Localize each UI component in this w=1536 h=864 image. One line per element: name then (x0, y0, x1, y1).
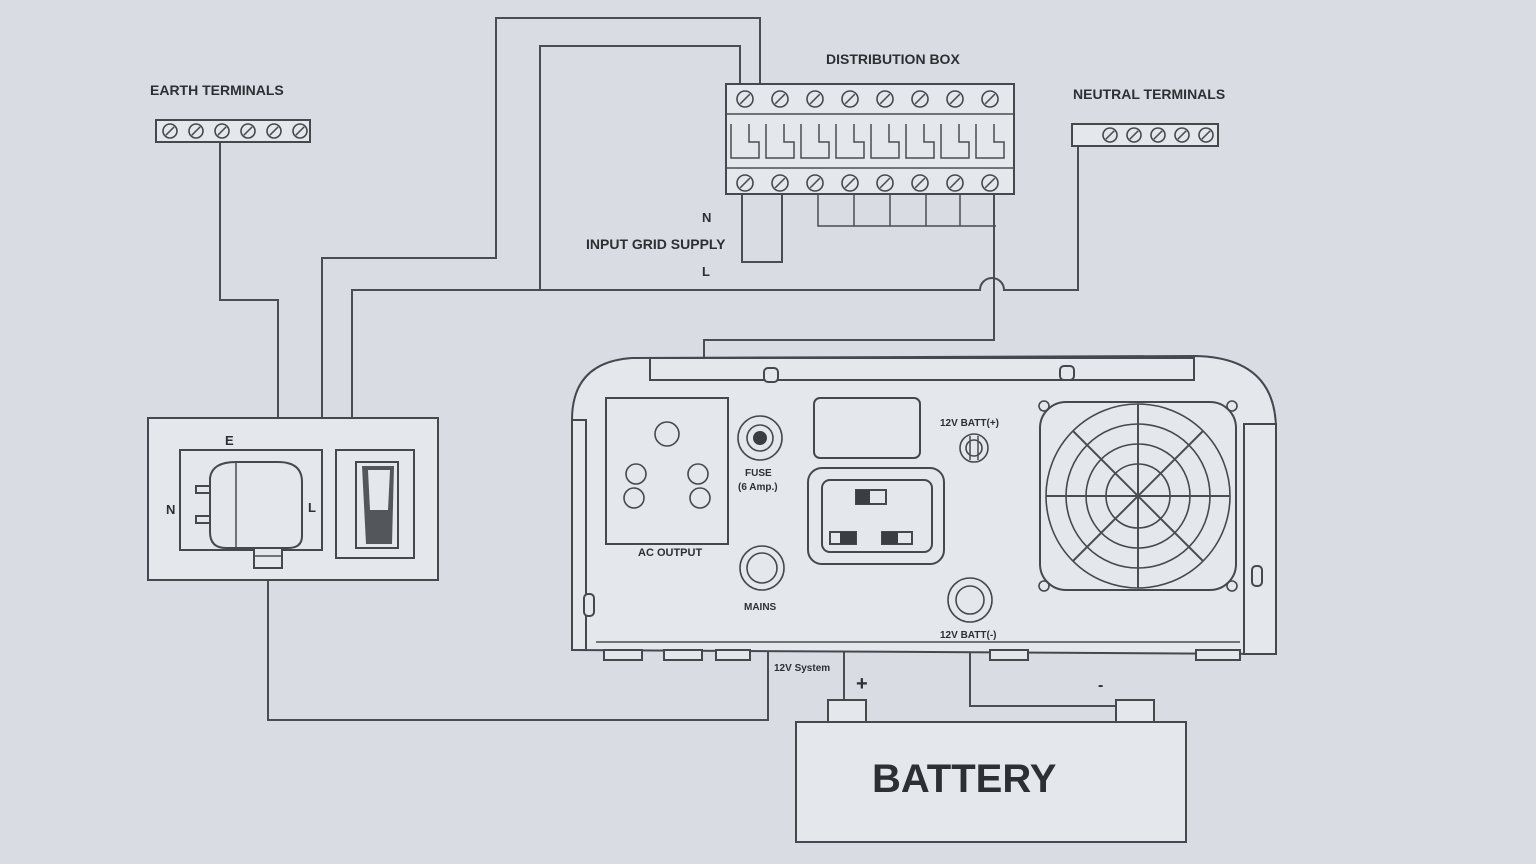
distribution-box: DISTRIBUTION BOX N INPUT GRID SUPPLY L (586, 51, 1015, 279)
breaker-icon (765, 124, 795, 159)
ac-output-socket: AC OUTPUT (605, 397, 729, 559)
battery: + - BATTERY (795, 673, 1187, 843)
screw-icon (1174, 127, 1190, 143)
ac-output-label: AC OUTPUT (638, 547, 702, 559)
system-label: 12V System (774, 663, 830, 674)
neutral-terminals-label: NEUTRAL TERMINALS (1073, 86, 1225, 102)
screw-icon (841, 90, 859, 108)
screw-icon (876, 174, 894, 192)
screw-icon (981, 174, 999, 192)
breaker-icon (800, 124, 830, 159)
fuse-rating-label: (6 Amp.) (738, 482, 778, 493)
fuse-label: FUSE (745, 468, 772, 479)
screw-icon (946, 90, 964, 108)
grid-inner-wire (539, 45, 741, 290)
neutral-terminals: NEUTRAL TERMINALS (1071, 86, 1225, 147)
screw-icon (240, 123, 256, 139)
breaker-icon (730, 124, 760, 159)
plug-icon (195, 461, 303, 569)
input-grid-supply-label: INPUT GRID SUPPLY (586, 236, 726, 252)
breaker-icon (905, 124, 935, 159)
screw-icon (1198, 127, 1214, 143)
grid-l-label: L (702, 264, 710, 279)
battery-positive-post (827, 699, 867, 725)
batt-neg-label: 12V BATT(-) (940, 630, 996, 641)
inverter-panel: AC OUTPUT FUSE (6 Amp.) MAINS (571, 354, 1277, 674)
earth-wire (219, 142, 279, 418)
grid-outer-wire (321, 17, 761, 418)
inverter-top-rail (649, 357, 1195, 381)
screw-icon (188, 123, 204, 139)
screw-icon (911, 90, 929, 108)
neutral-wire (351, 142, 1079, 418)
screw-icon (806, 90, 824, 108)
mains-input: MAINS (739, 545, 785, 613)
battery-negative-terminal: 12V BATT(-) (940, 577, 996, 641)
screw-icon (806, 174, 824, 192)
distribution-box-label: DISTRIBUTION BOX (826, 51, 960, 67)
screw-icon (771, 174, 789, 192)
screw-icon (292, 123, 308, 139)
screw-icon (1102, 127, 1118, 143)
screw-icon (841, 174, 859, 192)
battery-plus-sign: + (856, 673, 868, 695)
wall-socket-plate: E N L (147, 417, 439, 581)
breaker-icon (870, 124, 900, 159)
screw-icon (911, 174, 929, 192)
battery-positive-terminal: 12V BATT(+) (940, 418, 999, 463)
breaker-legs (817, 192, 996, 227)
screw-icon (946, 174, 964, 192)
screw-icon (162, 123, 178, 139)
screw-icon (736, 90, 754, 108)
mode-switch-panel (807, 467, 945, 565)
battery-body (795, 721, 1187, 843)
earth-terminals-label: EARTH TERMINALS (150, 82, 284, 98)
screw-icon (214, 123, 230, 139)
screw-icon (266, 123, 282, 139)
screw-icon (736, 174, 754, 192)
grid-n-label: N (702, 210, 711, 225)
socket-n-label: N (166, 502, 175, 517)
screw-icon (876, 90, 894, 108)
breaker-icon (940, 124, 970, 159)
grid-nl-wire (741, 192, 783, 263)
screw-icon (1126, 127, 1142, 143)
neutral-terminal-block (1071, 123, 1219, 147)
socket-e-label: E (225, 433, 234, 448)
fuse-holder: FUSE (6 Amp.) (737, 415, 783, 493)
battery-label: BATTERY (872, 757, 1057, 801)
distribution-box-frame (725, 83, 1015, 195)
cooling-fan-grille (1039, 401, 1237, 591)
switch-icon (335, 449, 415, 559)
inverter-left-rail (571, 419, 587, 651)
screw-icon (981, 90, 999, 108)
screw-icon (771, 90, 789, 108)
battery-minus-sign: - (1098, 677, 1103, 694)
breaker-icon (975, 124, 1005, 159)
earth-terminals: EARTH TERMINALS (150, 82, 311, 143)
batt-pos-label: 12V BATT(+) (940, 418, 999, 429)
screw-icon (1150, 127, 1166, 143)
socket-l-label: L (308, 500, 316, 515)
breaker-icon (835, 124, 865, 159)
mains-label: MAINS (744, 602, 777, 613)
battery-negative-post (1115, 699, 1155, 725)
earth-terminal-block (155, 119, 311, 143)
display-window (813, 397, 921, 459)
inverter-right-rail (1243, 423, 1277, 655)
